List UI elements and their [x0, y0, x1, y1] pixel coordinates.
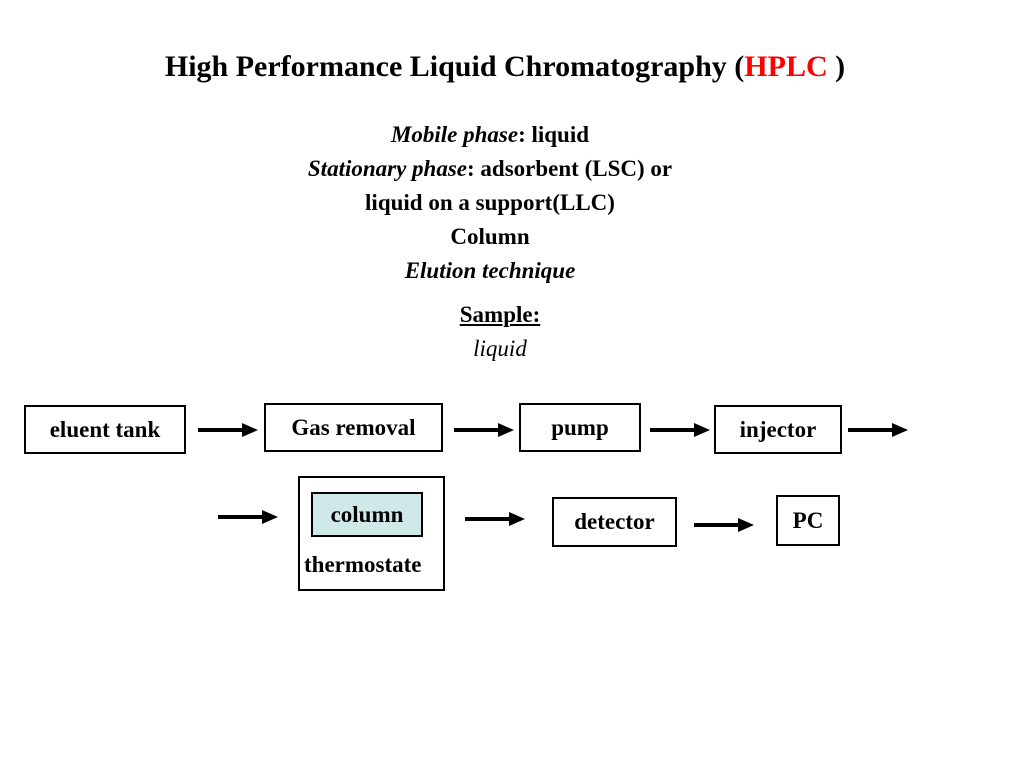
- sample-label: Sample:: [459, 302, 541, 327]
- detector-box: detector: [552, 497, 677, 547]
- pump-box: pump: [519, 403, 641, 452]
- gas-removal-box: Gas removal: [264, 403, 443, 452]
- title-highlight: HPLC: [744, 50, 828, 83]
- stationary-phase-value: : adsorbent (LSC) or: [467, 156, 673, 181]
- page-title: High Performance Liquid Chromatography (…: [0, 50, 1010, 84]
- column-line: Column: [450, 224, 530, 249]
- stationary-phase-label: Stationary phase: [307, 156, 468, 181]
- arrow-right-icon: [465, 512, 525, 526]
- elution-label: Elution technique: [404, 258, 576, 283]
- title-main: High Performance Liquid Chromatography (: [164, 50, 745, 83]
- arrow-right-icon: [650, 423, 710, 437]
- arrow-right-icon: [198, 423, 258, 437]
- injector-box: injector: [714, 405, 842, 454]
- stationary-phase-line: Stationary phase: adsorbent (LSC) or: [240, 152, 740, 186]
- mobile-phase-value: : liquid: [518, 122, 590, 147]
- elution-line: Elution technique: [240, 254, 740, 288]
- column-box: column: [311, 492, 423, 537]
- stationary-phase-line-2: liquid on a support(LLC): [365, 190, 615, 215]
- mobile-phase-label: Mobile phase: [390, 122, 519, 147]
- thermostate-label: thermostate: [304, 552, 422, 577]
- sample-block: Sample: liquid: [400, 298, 600, 366]
- pc-box: PC: [776, 495, 840, 546]
- sample-value: liquid: [473, 336, 527, 361]
- title-close: ): [827, 50, 846, 83]
- eluent-tank-box: eluent tank: [24, 405, 186, 454]
- arrow-right-icon: [454, 423, 514, 437]
- arrow-right-icon: [848, 423, 908, 437]
- mobile-phase-line: Mobile phase: liquid: [240, 118, 740, 152]
- info-block: Mobile phase: liquid Stationary phase: a…: [240, 118, 740, 288]
- arrow-right-icon: [694, 518, 754, 532]
- arrow-right-icon: [218, 510, 278, 524]
